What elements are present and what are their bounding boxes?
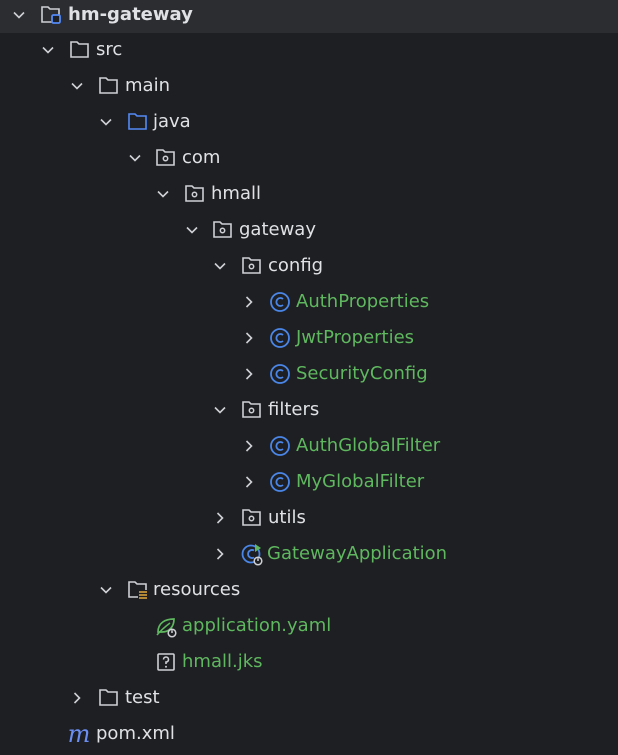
- tree-node-label: MyGlobalFilter: [296, 471, 425, 492]
- tree-node-application-yaml[interactable]: application.yaml: [0, 608, 618, 644]
- chevron-down-icon[interactable]: [95, 572, 117, 608]
- package-icon: [239, 500, 265, 536]
- tree-node-label: java: [153, 111, 191, 132]
- package-icon: [210, 212, 236, 248]
- tree-node-auth-properties[interactable]: AuthProperties: [0, 284, 618, 320]
- chevron-right-icon[interactable]: [238, 320, 260, 356]
- tree-node-java[interactable]: java: [0, 104, 618, 140]
- tree-node-label: SecurityConfig: [296, 363, 428, 384]
- tree-node-label: pom.xml: [96, 723, 175, 744]
- tree-node-hm-gateway[interactable]: hm-gateway: [0, 0, 618, 33]
- maven-icon: m: [67, 720, 91, 748]
- class-icon: [267, 464, 293, 500]
- folder-icon: [96, 680, 122, 716]
- tree-node-pom-xml[interactable]: m pom.xml: [0, 716, 618, 752]
- tree-node-label: filters: [268, 399, 320, 420]
- tree-node-src[interactable]: src: [0, 32, 618, 68]
- tree-node-label: JwtProperties: [296, 327, 415, 348]
- resources-folder-icon: [125, 572, 151, 608]
- chevron-right-icon[interactable]: [238, 284, 260, 320]
- class-icon: [267, 284, 293, 320]
- tree-node-jwt-properties[interactable]: JwtProperties: [0, 320, 618, 356]
- class-icon: [267, 428, 293, 464]
- tree-node-label: src: [96, 39, 123, 60]
- chevron-down-icon[interactable]: [209, 392, 231, 428]
- tree-node-label: config: [268, 255, 324, 276]
- tree-node-auth-global-filter[interactable]: AuthGlobalFilter: [0, 428, 618, 464]
- chevron-down-icon[interactable]: [66, 68, 88, 104]
- chevron-right-icon[interactable]: [238, 428, 260, 464]
- tree-node-hmall[interactable]: hmall: [0, 176, 618, 212]
- folder-icon: [67, 32, 93, 68]
- package-icon: [239, 392, 265, 428]
- class-icon: [267, 356, 293, 392]
- tree-node-config[interactable]: config: [0, 248, 618, 284]
- tree-node-label: AuthProperties: [296, 291, 430, 312]
- chevron-down-icon[interactable]: [8, 0, 30, 33]
- tree-node-label: main: [125, 75, 170, 96]
- tree-node-label: hmall.jks: [182, 651, 263, 672]
- tree-node-utils[interactable]: utils: [0, 500, 618, 536]
- chevron-right-icon[interactable]: [238, 356, 260, 392]
- tree-node-label: resources: [153, 579, 241, 600]
- chevron-right-icon[interactable]: [66, 680, 88, 716]
- tree-node-label: gateway: [239, 219, 316, 240]
- tree-node-label: GatewayApplication: [267, 543, 448, 564]
- tree-node-gateway[interactable]: gateway: [0, 212, 618, 248]
- chevron-down-icon[interactable]: [152, 176, 174, 212]
- tree-node-label: hm-gateway: [68, 4, 193, 25]
- tree-node-security-config[interactable]: SecurityConfig: [0, 356, 618, 392]
- chevron-down-icon[interactable]: [209, 248, 231, 284]
- tree-node-hmall-jks[interactable]: hmall.jks: [0, 644, 618, 680]
- tree-node-label: com: [182, 147, 221, 168]
- tree-node-test[interactable]: test: [0, 680, 618, 716]
- spring-yaml-icon: [153, 608, 179, 644]
- chevron-right-icon[interactable]: [209, 536, 231, 572]
- tree-node-main[interactable]: main: [0, 68, 618, 104]
- chevron-down-icon[interactable]: [124, 140, 146, 176]
- tree-node-my-global-filter[interactable]: MyGlobalFilter: [0, 464, 618, 500]
- source-root-folder-icon: [125, 104, 151, 140]
- class-icon: [267, 320, 293, 356]
- tree-node-com[interactable]: com: [0, 140, 618, 176]
- module-folder-icon: [38, 0, 64, 33]
- tree-node-gateway-application[interactable]: GatewayApplication: [0, 536, 618, 572]
- tree-node-label: application.yaml: [182, 615, 332, 636]
- spring-boot-app-icon: [239, 536, 265, 572]
- tree-node-label: test: [125, 687, 160, 708]
- package-icon: [153, 140, 179, 176]
- package-icon: [239, 248, 265, 284]
- chevron-down-icon[interactable]: [95, 104, 117, 140]
- tree-node-label: hmall: [211, 183, 261, 204]
- tree-node-filters[interactable]: filters: [0, 392, 618, 428]
- tree-node-resources[interactable]: resources: [0, 572, 618, 608]
- chevron-right-icon[interactable]: [209, 500, 231, 536]
- folder-icon: [96, 68, 122, 104]
- chevron-right-icon[interactable]: [238, 464, 260, 500]
- chevron-down-icon[interactable]: [181, 212, 203, 248]
- tree-node-label: utils: [268, 507, 306, 528]
- tree-node-label: AuthGlobalFilter: [296, 435, 441, 456]
- unknown-file-icon: [153, 644, 179, 680]
- package-icon: [182, 176, 208, 212]
- chevron-down-icon[interactable]: [37, 32, 59, 68]
